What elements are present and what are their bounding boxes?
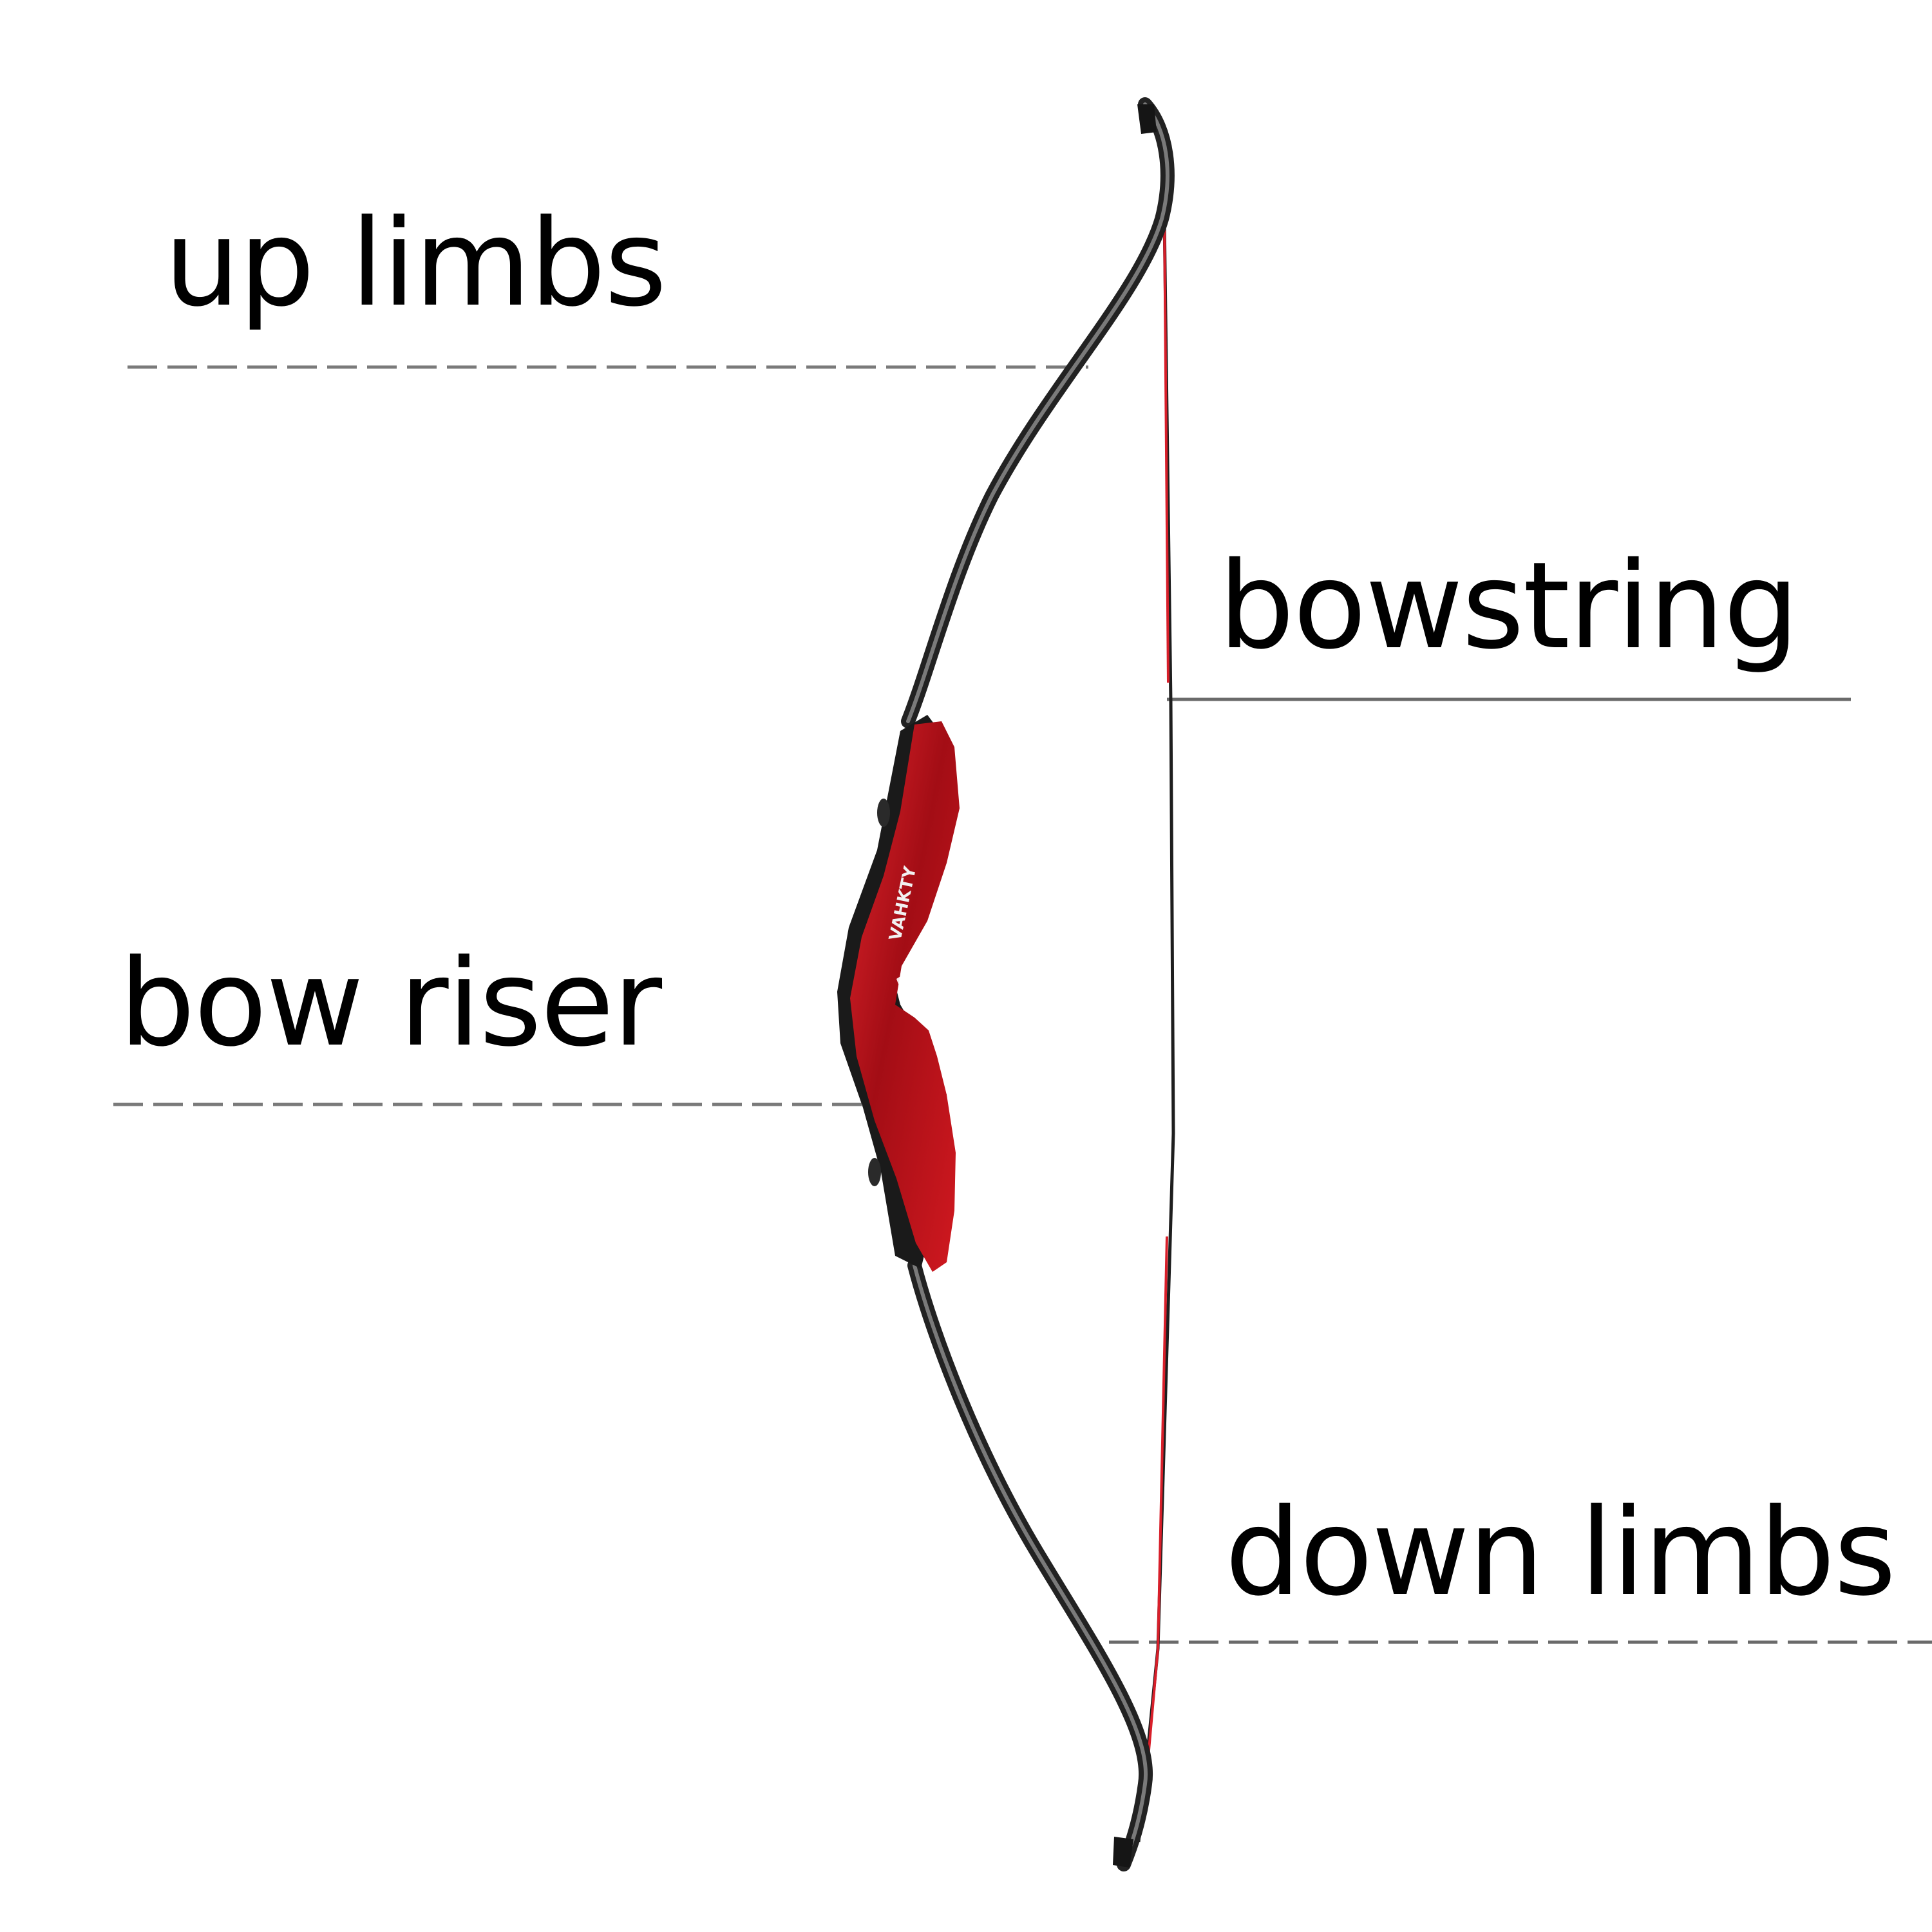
leader-lines xyxy=(113,365,1932,1644)
riser-lower-bolt xyxy=(868,1158,881,1186)
bowstring-red-serving-upper xyxy=(1163,218,1170,683)
bowstring xyxy=(1137,218,1175,1842)
down-limbs-label: down limbs xyxy=(1225,1482,1897,1622)
bow-riser-label: bow riser xyxy=(119,933,662,1073)
riser-grip-shadow xyxy=(896,974,933,1005)
up-limbs-label: up limbs xyxy=(164,193,667,333)
riser-upper-bolt xyxy=(877,799,890,827)
riser-red-face xyxy=(850,721,960,1272)
lower-limb xyxy=(907,1258,1153,1871)
upper-limb xyxy=(901,97,1175,728)
bowstring-black-strand xyxy=(1137,218,1175,1842)
bowstring-label: bowstring xyxy=(1218,536,1799,676)
bowstring-red-serving-lower xyxy=(1146,1236,1168,1765)
upper-limb-tip xyxy=(1137,104,1157,134)
bow-riser: VAHKTY xyxy=(837,715,960,1272)
lower-limb-tip xyxy=(1113,1837,1133,1868)
